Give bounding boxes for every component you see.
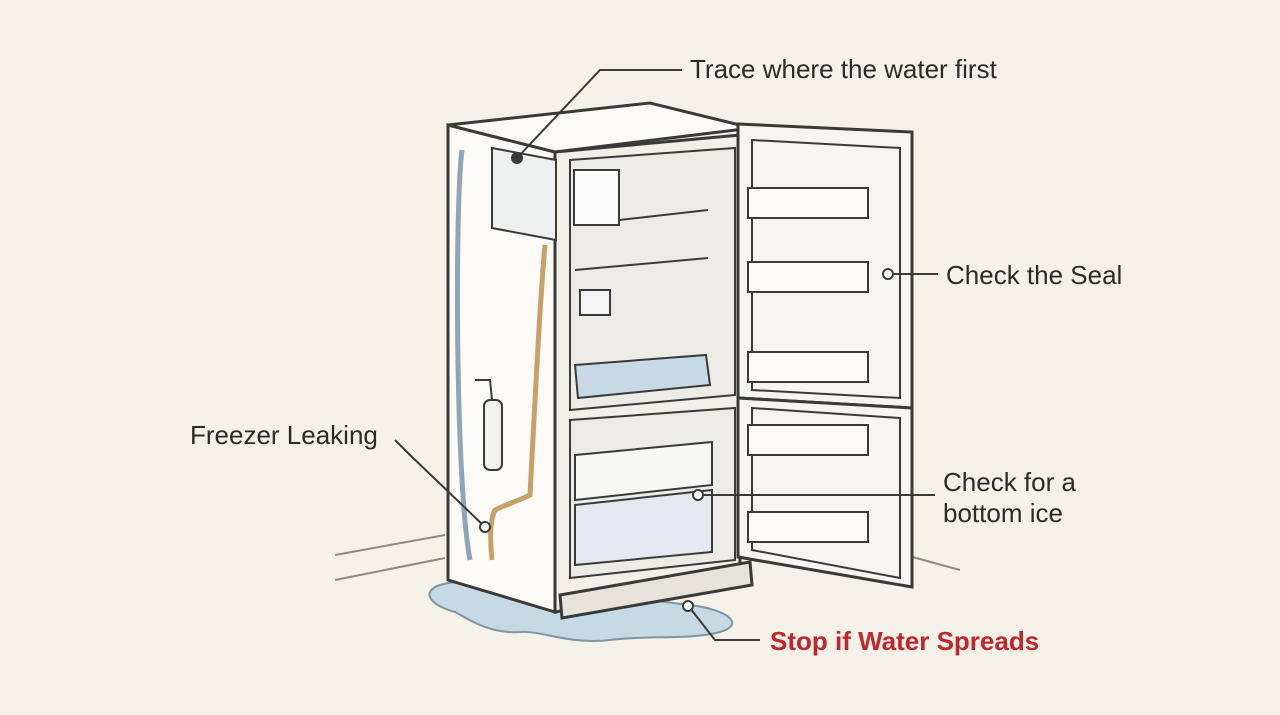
fridge-interior: [569, 146, 736, 580]
callout-trace-water: Trace where the water first: [690, 54, 997, 84]
ice-maker-icon: [491, 146, 557, 242]
room-lines: [334, 534, 961, 581]
callout-freezer-leaking: Freezer Leaking: [190, 420, 378, 450]
callout-check-bottom-line1: Check for a: [943, 467, 1076, 497]
callout-stop-if-spreads: Stop if Water Spreads: [770, 626, 1040, 656]
callout-check-seal: Check the Seal: [946, 260, 1123, 290]
water-filter-icon: [454, 149, 548, 561]
callout-check-bottom-ice: Check for a bottom ice: [943, 467, 1076, 529]
callout-check-bottom-line2: bottom ice: [943, 498, 1063, 528]
fridge-doors: [736, 122, 914, 589]
callout-leaders: [394, 69, 938, 641]
